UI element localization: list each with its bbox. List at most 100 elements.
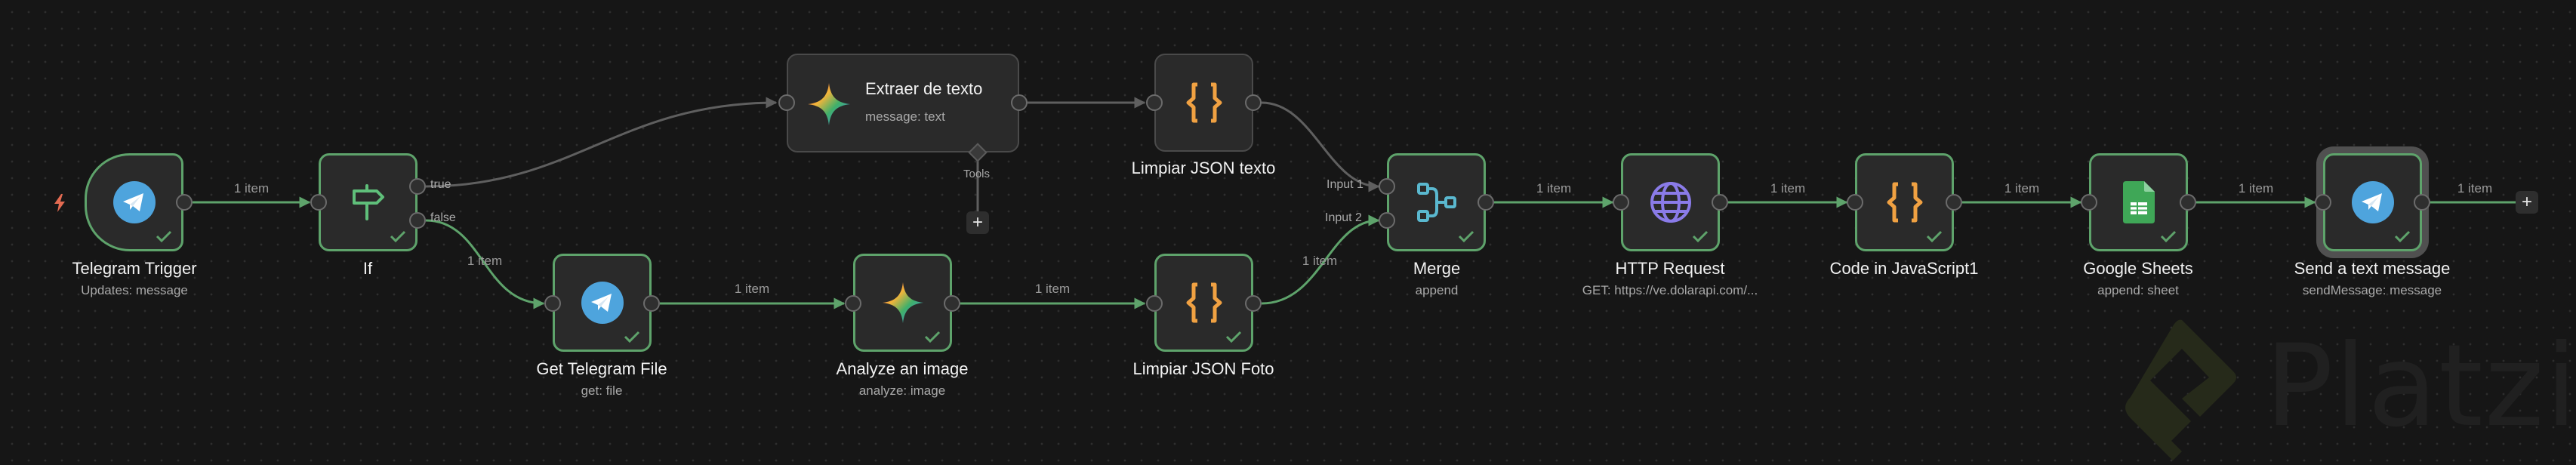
node-title: Send a text message (2294, 259, 2451, 278)
success-check-icon (156, 230, 172, 243)
output-port[interactable] (1712, 194, 1728, 211)
node-subtitle: GET: https://ve.dolarapi.com/... (1582, 283, 1758, 297)
output-port[interactable] (643, 295, 660, 312)
port-label-true: true (430, 178, 451, 191)
input-port[interactable] (845, 295, 861, 312)
edge-label: 1 item (1536, 181, 1572, 196)
add-node-button[interactable]: + (2516, 191, 2538, 214)
input-port-2[interactable] (1379, 212, 1395, 229)
node-subtitle: analyze: image (858, 383, 946, 398)
output-port[interactable] (1011, 94, 1028, 111)
edge-if-true-extraer[interactable] (425, 97, 778, 188)
output-port[interactable] (2180, 194, 2196, 211)
edge-label: 1 item (233, 181, 270, 196)
port-label-input-1: Input 1 (1327, 178, 1363, 191)
edge-label: 1 item (1302, 254, 1338, 268)
success-check-icon (1926, 230, 1943, 243)
gemini-icon (882, 282, 923, 324)
google-sheets-icon (2122, 181, 2155, 223)
node-title: Telegram Trigger (72, 259, 197, 278)
node-analyze-an-image[interactable] (853, 254, 952, 352)
edge-limpiartexto-merge[interactable] (1261, 101, 1380, 192)
node-title: Limpiar JSON texto (1131, 159, 1276, 177)
node-telegram-trigger[interactable] (85, 153, 183, 251)
node-title: Analyze an image (836, 359, 969, 378)
input-port[interactable] (544, 295, 561, 312)
signpost-icon (352, 184, 384, 220)
node-subtitle: sendMessage: message (2302, 283, 2442, 297)
input-port-1[interactable] (1379, 178, 1395, 195)
edge-limpiarfoto-merge[interactable] (1261, 214, 1380, 305)
node-code-in-javascript1[interactable] (1855, 153, 1954, 251)
node-title: Limpiar JSON Foto (1132, 359, 1274, 378)
node-extraer-de-texto[interactable]: Extraer de texto message: text (787, 54, 1019, 152)
edge-label: 1 item (1770, 181, 1806, 196)
node-subtitle: Updates: message (81, 283, 188, 297)
output-port[interactable] (1245, 295, 1262, 312)
node-limpiar-json-texto[interactable] (1154, 54, 1253, 152)
success-check-icon (1692, 230, 1709, 243)
code-braces-icon (1887, 182, 1922, 223)
success-check-icon (2160, 230, 2177, 243)
telegram-icon (581, 282, 624, 324)
input-port[interactable] (2315, 194, 2331, 211)
code-braces-icon (1186, 82, 1222, 123)
output-port[interactable] (176, 194, 193, 211)
tools-label: Tools (963, 168, 991, 180)
node-limpiar-json-foto[interactable] (1154, 254, 1253, 352)
node-subtitle: append: sheet (2097, 283, 2179, 297)
node-merge[interactable] (1387, 153, 1486, 251)
node-subtitle: get: file (581, 383, 623, 398)
edge-label: 1 item (1034, 282, 1071, 296)
platzi-logo-icon (2125, 319, 2236, 460)
input-port[interactable] (778, 94, 795, 111)
edge-label: 1 item (2004, 181, 2040, 196)
output-port[interactable] (944, 295, 960, 312)
success-check-icon (2394, 230, 2411, 243)
merge-icon (1416, 183, 1456, 222)
node-title: Code in JavaScript1 (1829, 259, 1979, 278)
edge-label: 1 item (2457, 181, 2493, 196)
edge-if-false-getfile[interactable] (425, 219, 545, 309)
telegram-icon (112, 181, 156, 223)
add-tool-button[interactable]: + (966, 211, 989, 234)
node-if[interactable] (319, 153, 418, 251)
node-subtitle: append (1415, 283, 1459, 297)
input-port[interactable] (1847, 194, 1863, 211)
node-google-sheets[interactable] (2089, 153, 2188, 251)
telegram-icon (2351, 181, 2394, 223)
port-label-false: false (430, 211, 456, 224)
edge-label: 1 item (467, 254, 503, 268)
node-title: If (362, 259, 373, 278)
node-title: Google Sheets (2083, 259, 2193, 278)
edge-label: 1 item (734, 282, 770, 296)
node-title: HTTP Request (1615, 259, 1725, 278)
trigger-bolt-icon (54, 194, 65, 212)
gemini-icon (808, 83, 850, 125)
input-port[interactable] (310, 194, 327, 211)
output-port[interactable] (1478, 194, 1494, 211)
node-send-a-text-message[interactable] (2323, 153, 2422, 251)
output-port[interactable] (2414, 194, 2430, 211)
output-port-true[interactable] (409, 178, 426, 195)
node-title: Merge (1413, 259, 1461, 278)
input-port[interactable] (1613, 194, 1629, 211)
input-port[interactable] (2081, 194, 2097, 211)
edge-label: 1 item (2238, 181, 2274, 196)
output-port-false[interactable] (409, 212, 426, 229)
node-http-request[interactable] (1621, 153, 1720, 251)
success-check-icon (1225, 331, 1242, 343)
input-port[interactable] (1146, 295, 1163, 312)
success-check-icon (390, 230, 406, 243)
node-get-telegram-file[interactable] (553, 254, 652, 352)
globe-icon (1650, 182, 1691, 223)
node-title: Get Telegram File (536, 359, 667, 378)
output-port[interactable] (1245, 94, 1262, 111)
output-port[interactable] (1946, 194, 1962, 211)
input-port[interactable] (1146, 94, 1163, 111)
node-title: Extraer de texto (865, 79, 983, 98)
platzi-watermark: Platzi (2265, 321, 2576, 452)
code-braces-icon (1186, 282, 1222, 323)
